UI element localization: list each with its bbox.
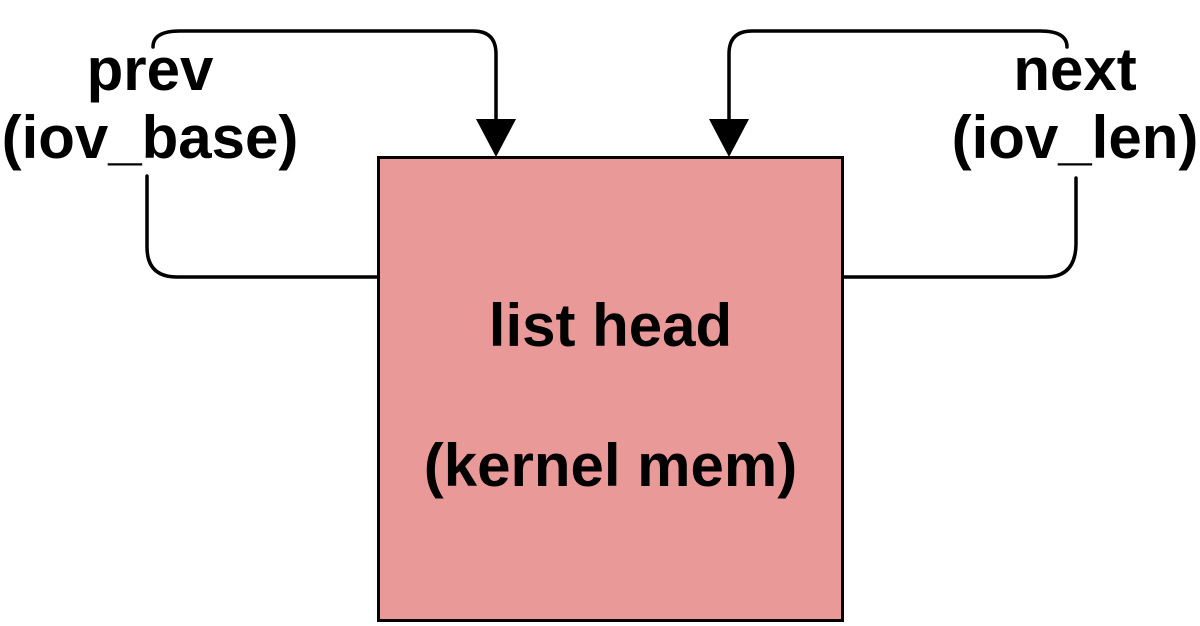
prev-return-line [145,174,380,279]
next-pointer-arrow-line [727,29,1069,130]
prev-label: prev (iov_base) [0,36,303,172]
next-label: next (iov_len) [948,36,1200,172]
next-label-line2: (iov_len) [951,104,1199,171]
next-label-line1: next [1013,36,1137,103]
prev-arrowhead-icon [476,119,516,157]
box-label-line2: (kernel mem) [423,432,798,499]
next-return-line [841,176,1078,279]
list-head-box-label: list head (kernel mem) [377,156,844,622]
prev-pointer-arrow-line [151,29,498,130]
prev-label-line1: prev [86,36,214,103]
box-label-line1: list head [488,292,733,359]
next-arrowhead-icon [709,119,749,157]
list-head-box [377,156,844,622]
prev-label-line2: (iov_base) [1,104,299,171]
